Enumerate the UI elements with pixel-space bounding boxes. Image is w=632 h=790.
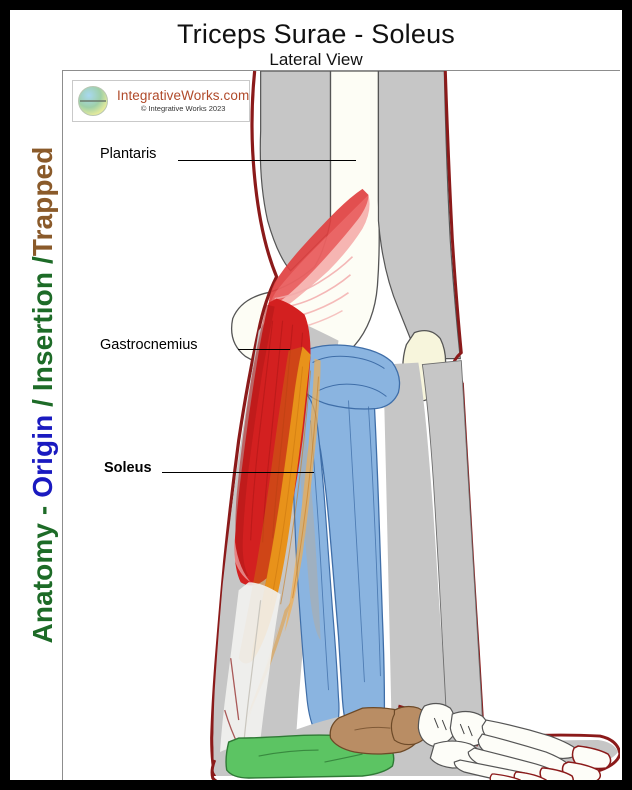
posterior-skin-outline [210, 71, 279, 777]
tarsal-detail-lines [433, 717, 473, 737]
banner-segment-insertion: Insertion [27, 271, 58, 392]
banner-segment-trapped: Trapped [27, 146, 58, 257]
label-gastrocnemius: Gastrocnemius [100, 337, 198, 353]
side-banner-text: Anatomy - Origin / Insertion /Trapped [27, 147, 59, 644]
page-title: Triceps Surae - Soleus [176, 19, 455, 49]
leader-line-plantaris [178, 160, 356, 161]
tibial-plateau-detail-2 [318, 383, 387, 397]
tibial-plateau-detail-1 [312, 355, 385, 369]
leader-line-soleus [162, 472, 314, 473]
label-plantaris: Plantaris [100, 146, 157, 162]
thigh-anterior-soft-tissue [377, 71, 461, 360]
logo-copyright: © Integrative Works 2023 [140, 103, 226, 113]
plantaris-muscle [268, 188, 370, 330]
banner-segment-anatomy: Anatomy - [27, 497, 58, 644]
achilles-tendon [219, 582, 281, 757]
logo-text: IntegrativeWorks.com © Integrative Works… [117, 87, 250, 113]
fibula-shaft-line [310, 420, 329, 691]
calcaneus-detail-2 [324, 753, 363, 763]
tibial-plateau [299, 344, 401, 410]
illustration-panel [62, 70, 620, 780]
logo-site-name: IntegrativeWorks.com [117, 87, 250, 103]
logo-box[interactable]: IntegrativeWorks.com © Integrative Works… [72, 80, 250, 122]
label-soleus: Soleus [104, 460, 152, 476]
gastrocnemius-muscle [234, 298, 311, 587]
page-canvas: Triceps Surae - Soleus Lateral View Anat… [10, 10, 622, 780]
anatomy-illustration [210, 71, 620, 780]
tibia-interosseous-line [348, 400, 365, 683]
tibia-edge-line [368, 406, 381, 677]
calf-fascia-line-1 [230, 658, 240, 721]
metatarsals [453, 719, 581, 780]
title-block: Triceps Surae - Soleus Lateral View [10, 20, 622, 69]
calcaneus-detail-1 [258, 749, 319, 757]
talus-detail [354, 726, 391, 731]
leader-line-gastrocnemius [238, 349, 290, 350]
banner-segment-slash-1: / [27, 391, 58, 415]
banner-segment-origin: Origin [27, 414, 58, 498]
deep-soft-tissue [298, 410, 321, 641]
globe-icon [78, 86, 108, 116]
banner-segment-slash-2: / [27, 256, 58, 272]
page-subtitle: Lateral View [269, 50, 363, 70]
phalanges [489, 745, 612, 780]
anterior-leg-soft-tissue [382, 362, 451, 761]
